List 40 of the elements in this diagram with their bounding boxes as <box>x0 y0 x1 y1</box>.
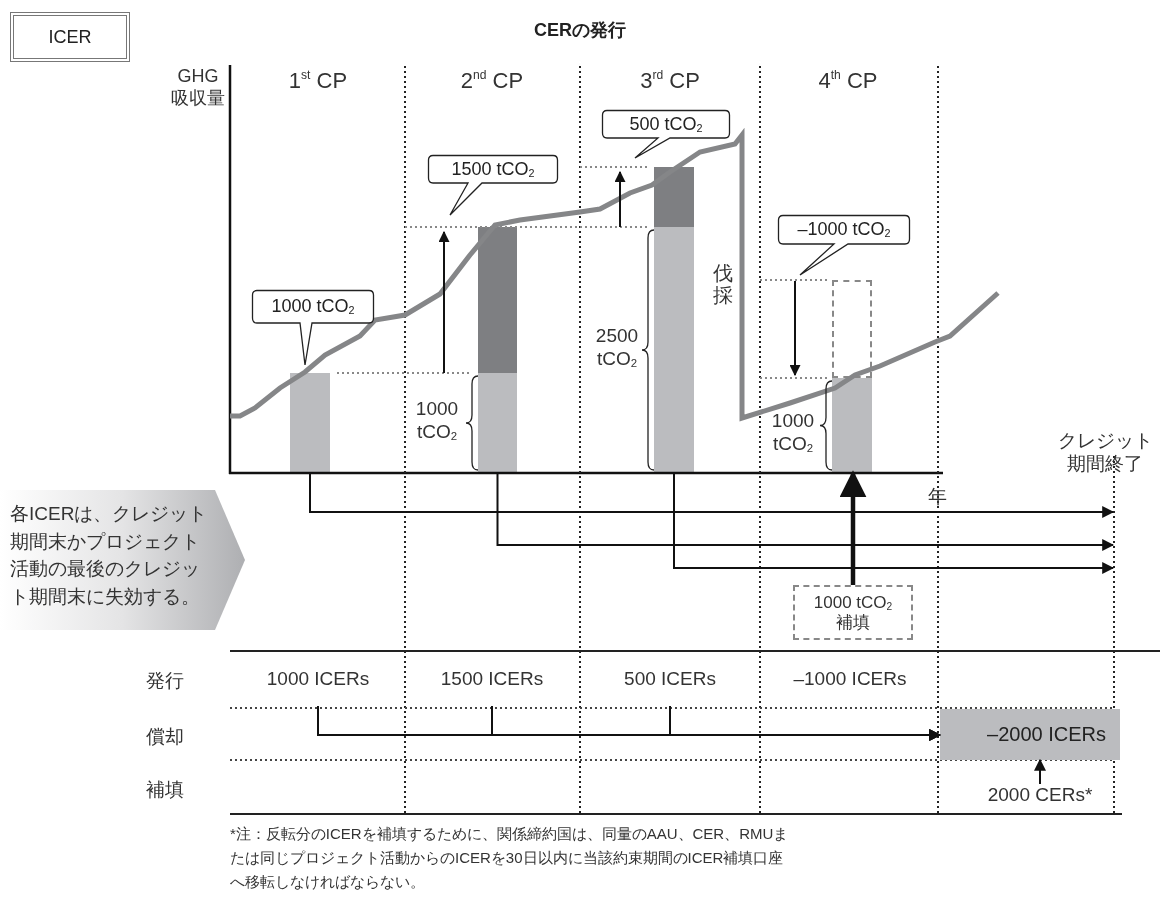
footnote: *注：反転分のICERを補填するために、関係締約国は、同量のAAU、CER、RMUまたは同じプロジェクト活動からのICERを30日以内に当該約束期間のICER補填口座へ移転しなければならない。 <box>230 824 790 892</box>
period-end-label: クレジット期間終了 <box>1056 430 1154 476</box>
connector-arrow <box>309 472 1115 518</box>
bar <box>478 373 517 473</box>
connector-arrow <box>496 472 1115 551</box>
callout-bubble: 1500 tCO$_{2}$ <box>428 155 558 217</box>
dashed-box: 1000 tCO$_{2}$ 補填 <box>793 585 913 640</box>
callout-bubble: 500 tCO$_{2}$ <box>602 110 730 160</box>
period-header: 1$^{st}$ CP <box>287 68 349 95</box>
chart-title: CERの発行 <box>533 19 627 42</box>
table-value: –1000 ICERs <box>792 668 908 691</box>
connector-arrow <box>1034 758 1046 785</box>
result-box: –2000 ICERs <box>940 709 1120 760</box>
row-header: 償却 <box>145 726 185 749</box>
row-header: 発行 <box>145 670 185 693</box>
brace-label: 1000 tCO$_{2}$ <box>770 410 816 456</box>
title-badge: ICER <box>10 12 130 62</box>
table-value: 500 ICERs <box>607 668 733 706</box>
row-header: 補填 <box>145 779 185 802</box>
period-header: 4$^{th}$ CP <box>817 68 879 95</box>
bar <box>478 227 517 373</box>
table-value: 2000 CERs* <box>960 784 1120 808</box>
callout-bubble: –1000 tCO$_{2}$ <box>778 215 910 277</box>
connector-arrow <box>673 472 1115 574</box>
period-header: 3$^{rd}$ CP <box>639 68 701 95</box>
bar <box>290 373 330 473</box>
axis-label: GHG 吸収量 <box>170 66 226 110</box>
callout-bubble: 1000 tCO$_{2}$ <box>252 290 374 366</box>
connector-arrow <box>839 470 867 585</box>
bar <box>654 167 694 227</box>
axis-label: 年 <box>926 486 948 509</box>
table-value: 1000 ICERs <box>255 668 381 706</box>
table-value: 1500 ICERs <box>429 668 555 706</box>
brace-label: 1000 tCO$_{2}$ <box>414 398 460 444</box>
period-header: 2$^{nd}$ CP <box>459 68 525 95</box>
vertical-label: 伐採 <box>713 262 733 308</box>
bar <box>832 378 872 473</box>
brace-label: 2500 tCO$_{2}$ <box>594 325 640 371</box>
connector-arrow <box>669 705 942 741</box>
bar <box>654 227 694 473</box>
